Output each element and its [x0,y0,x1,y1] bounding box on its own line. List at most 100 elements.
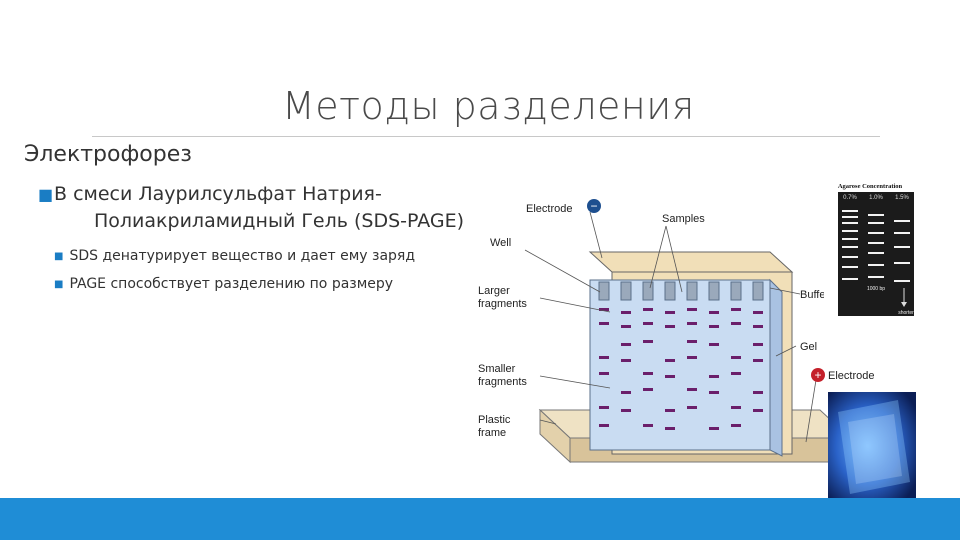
gel-band [753,311,763,314]
gel-band [665,325,675,328]
gel-band [643,322,653,325]
gel-band [753,391,763,394]
blue-gel-photo [828,392,916,500]
gel-well [708,281,720,301]
bullet-square-icon: ■ [54,251,64,262]
gel-band [621,311,631,314]
title-divider [92,136,880,137]
agarose-note: shorter [898,310,914,316]
gel-band [643,308,653,311]
bullet-main: ■ В смеси Лаурилсульфат Натрия- Полиакри… [38,181,528,235]
gel-band [709,325,719,328]
gel-well [620,281,632,301]
bullet-square-icon: ■ [38,185,54,204]
gel-band [709,311,719,314]
label-samples: Samples [662,213,705,225]
agarose-col-3: 1.5% [895,195,909,201]
label-larger-1: Larger [478,285,510,297]
label-electrode-top: Electrode [526,203,572,215]
gel-well [598,281,610,301]
gel-band [731,322,741,325]
gel-band [687,356,697,359]
sub-bullet-1: ■ SDS денатурирует вещество и дает ему за… [54,248,415,264]
gel-band [621,409,631,412]
agarose-title: Agarose Concentration [838,183,903,190]
plus-sign: + [814,368,821,382]
agarose-marker: 1000 bp [867,286,885,292]
sub-bullet-2: ■ PAGE способствует разделению по размеру [54,276,393,292]
agarose-band [868,222,884,224]
agarose-band [842,216,858,218]
gel-band [709,375,719,378]
electrophoresis-diagram: − + Electrode Samples Well Larger fragme… [478,199,874,464]
label-well: Well [490,237,511,249]
sub-bullet-text: PAGE способствует разделению по размеру [69,276,394,292]
agarose-band [868,214,884,216]
gel-well [664,281,676,301]
gel-band [643,424,653,427]
gel-band [709,391,719,394]
plus-electrode-icon [811,368,825,382]
section-heading: Электрофорез [24,142,192,167]
gel-band [599,322,609,325]
label-smaller-2: fragments [478,376,527,388]
bullet-main-line1: В смеси Лаурилсульфат Натрия- [54,183,382,205]
agarose-band [842,266,858,268]
minus-electrode-icon [587,199,601,213]
gel-band [643,372,653,375]
gel-well [642,281,654,301]
gel-well [752,281,764,301]
gel-well [686,281,698,301]
agarose-gel-image: Agarose Concentration 0.7% 1.0% 1.5% 100… [824,180,916,320]
gel-band [731,308,741,311]
gel-band [687,322,697,325]
gel-band [731,372,741,375]
gel-band [621,359,631,362]
wells [598,281,764,301]
gel-band [599,372,609,375]
gel-band [621,391,631,394]
label-smaller-1: Smaller [478,363,516,375]
agarose-band [894,220,910,222]
gel-band [665,375,675,378]
label-electrode-bottom: Electrode [828,370,874,382]
bullet-main-line2: Полиакриламидный Гель (SDS-PAGE) [94,210,465,232]
gel-band [687,308,697,311]
gel-band [753,343,763,346]
gel-band [687,406,697,409]
sub-bullet-text: SDS денатурирует вещество и дает ему зар… [69,248,416,264]
agarose-band [868,264,884,266]
agarose-band [842,210,858,212]
gel-band [753,359,763,362]
label-larger-2: fragments [478,298,527,310]
footer-bar [0,498,960,540]
gel-well [730,281,742,301]
gel-band [731,424,741,427]
gel-band [599,406,609,409]
gel-band [753,325,763,328]
gel-band [687,340,697,343]
buffer-top [588,251,794,273]
label-gel: Gel [800,341,817,353]
agarose-band [868,276,884,278]
gel-band [665,427,675,430]
label-plastic-1: Plastic [478,414,511,426]
agarose-band [868,232,884,234]
agarose-col-1: 0.7% [843,195,857,201]
agarose-bands [842,210,910,282]
agarose-band [868,252,884,254]
slide-title: Методы разделения [282,84,695,128]
gel-band [709,343,719,346]
gel-band [599,356,609,359]
gel-band [643,340,653,343]
label-plastic-2: frame [478,427,506,439]
agarose-band [868,242,884,244]
agarose-band [894,232,910,234]
gel-band [665,409,675,412]
agarose-band [842,238,858,240]
agarose-band [842,278,858,280]
gel-band [709,427,719,430]
gel-band [665,359,675,362]
agarose-band [894,262,910,264]
bullet-square-icon: ■ [54,279,64,290]
